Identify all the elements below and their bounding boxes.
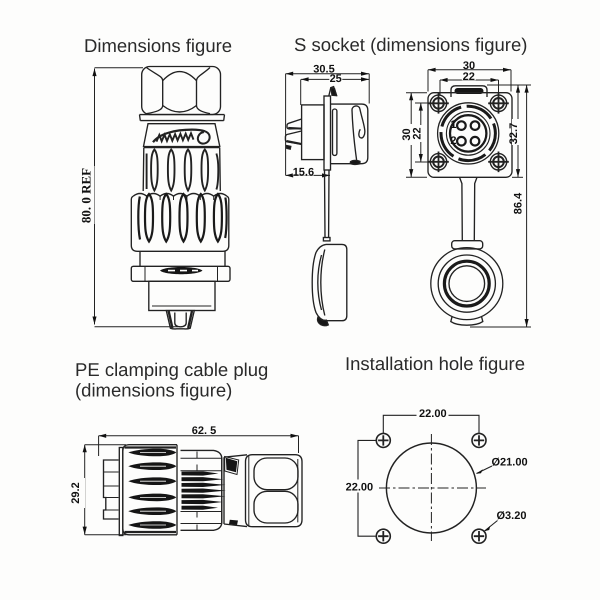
svg-text:32.7: 32.7: [508, 123, 520, 144]
svg-text:25: 25: [330, 73, 342, 85]
svg-text:30: 30: [401, 128, 413, 140]
svg-text:Dimensions figure: Dimensions figure: [84, 35, 232, 56]
svg-text:15.6: 15.6: [293, 166, 314, 178]
svg-text:62. 5: 62. 5: [192, 425, 216, 437]
svg-text:22: 22: [463, 71, 475, 83]
svg-text:22: 22: [411, 127, 423, 139]
svg-text:S socket (dimensions figure): S socket (dimensions figure): [294, 34, 527, 55]
svg-text:(dimensions figure): (dimensions figure): [75, 380, 232, 401]
svg-text:2: 2: [450, 135, 456, 147]
svg-text:80. 0 REF: 80. 0 REF: [79, 168, 94, 223]
svg-text:30.5: 30.5: [313, 64, 334, 76]
svg-text:22.00: 22.00: [346, 482, 374, 494]
svg-text:Ø3.20: Ø3.20: [497, 510, 527, 522]
svg-text:Ø21.00: Ø21.00: [492, 457, 528, 469]
svg-text:22.00: 22.00: [419, 408, 447, 420]
svg-text:1: 1: [450, 119, 456, 131]
svg-text:29.2: 29.2: [70, 482, 82, 503]
svg-text:PE clamping cable plug: PE clamping cable plug: [75, 359, 268, 380]
svg-text:30: 30: [463, 60, 475, 72]
svg-text:Installation hole figure: Installation hole figure: [345, 353, 525, 374]
svg-text:86.4: 86.4: [512, 192, 524, 214]
